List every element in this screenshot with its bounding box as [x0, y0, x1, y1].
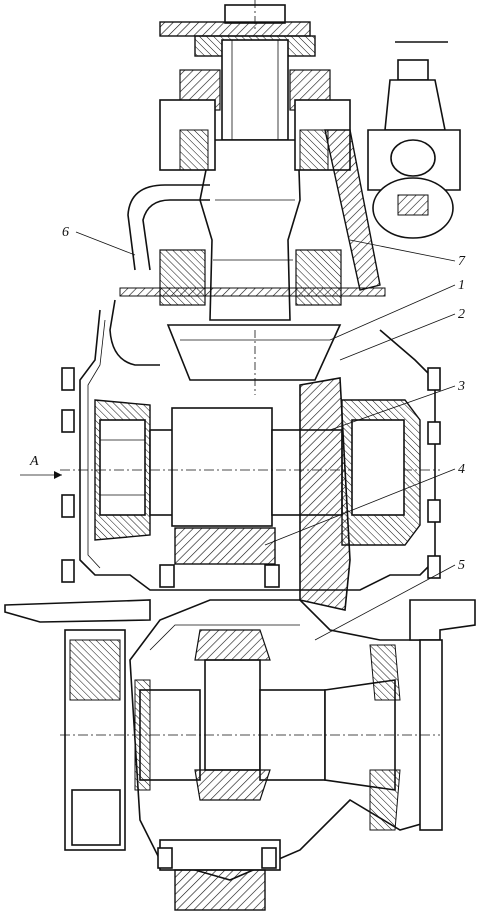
callout-label-1: 1	[458, 278, 465, 293]
left-bracket	[4, 599, 151, 851]
differential-gears	[134, 629, 401, 831]
callout-label-2: 2	[458, 307, 465, 322]
bottom-flange	[157, 839, 281, 911]
housing-outline	[79, 309, 436, 591]
callout-label-7: 7	[458, 254, 466, 269]
mid-bolts	[159, 564, 280, 588]
callout-label-3: 3	[457, 379, 465, 394]
oil-pipe-6	[109, 184, 210, 366]
right-flange	[409, 599, 476, 831]
shaft-lower-bearings	[119, 249, 386, 306]
upper-bearing-housing-right	[289, 69, 351, 171]
inset-view	[367, 41, 461, 239]
callout-label-6: 6	[62, 225, 69, 240]
drive-pinion	[166, 324, 342, 395]
leader-lines	[20, 231, 456, 641]
upper-bearing-housing-left	[159, 69, 221, 171]
oil-channel-7	[324, 129, 381, 291]
bevel-gear-2	[299, 377, 351, 611]
view-arrow-label-a: A	[29, 454, 39, 469]
callout-label-5: 5	[458, 558, 465, 573]
differential-shaft	[60, 659, 440, 791]
housing-bolts	[61, 367, 441, 583]
intermediate-right-bearing	[341, 399, 421, 546]
spur-gear-4	[174, 527, 276, 565]
callout-label-4: 4	[458, 462, 465, 477]
